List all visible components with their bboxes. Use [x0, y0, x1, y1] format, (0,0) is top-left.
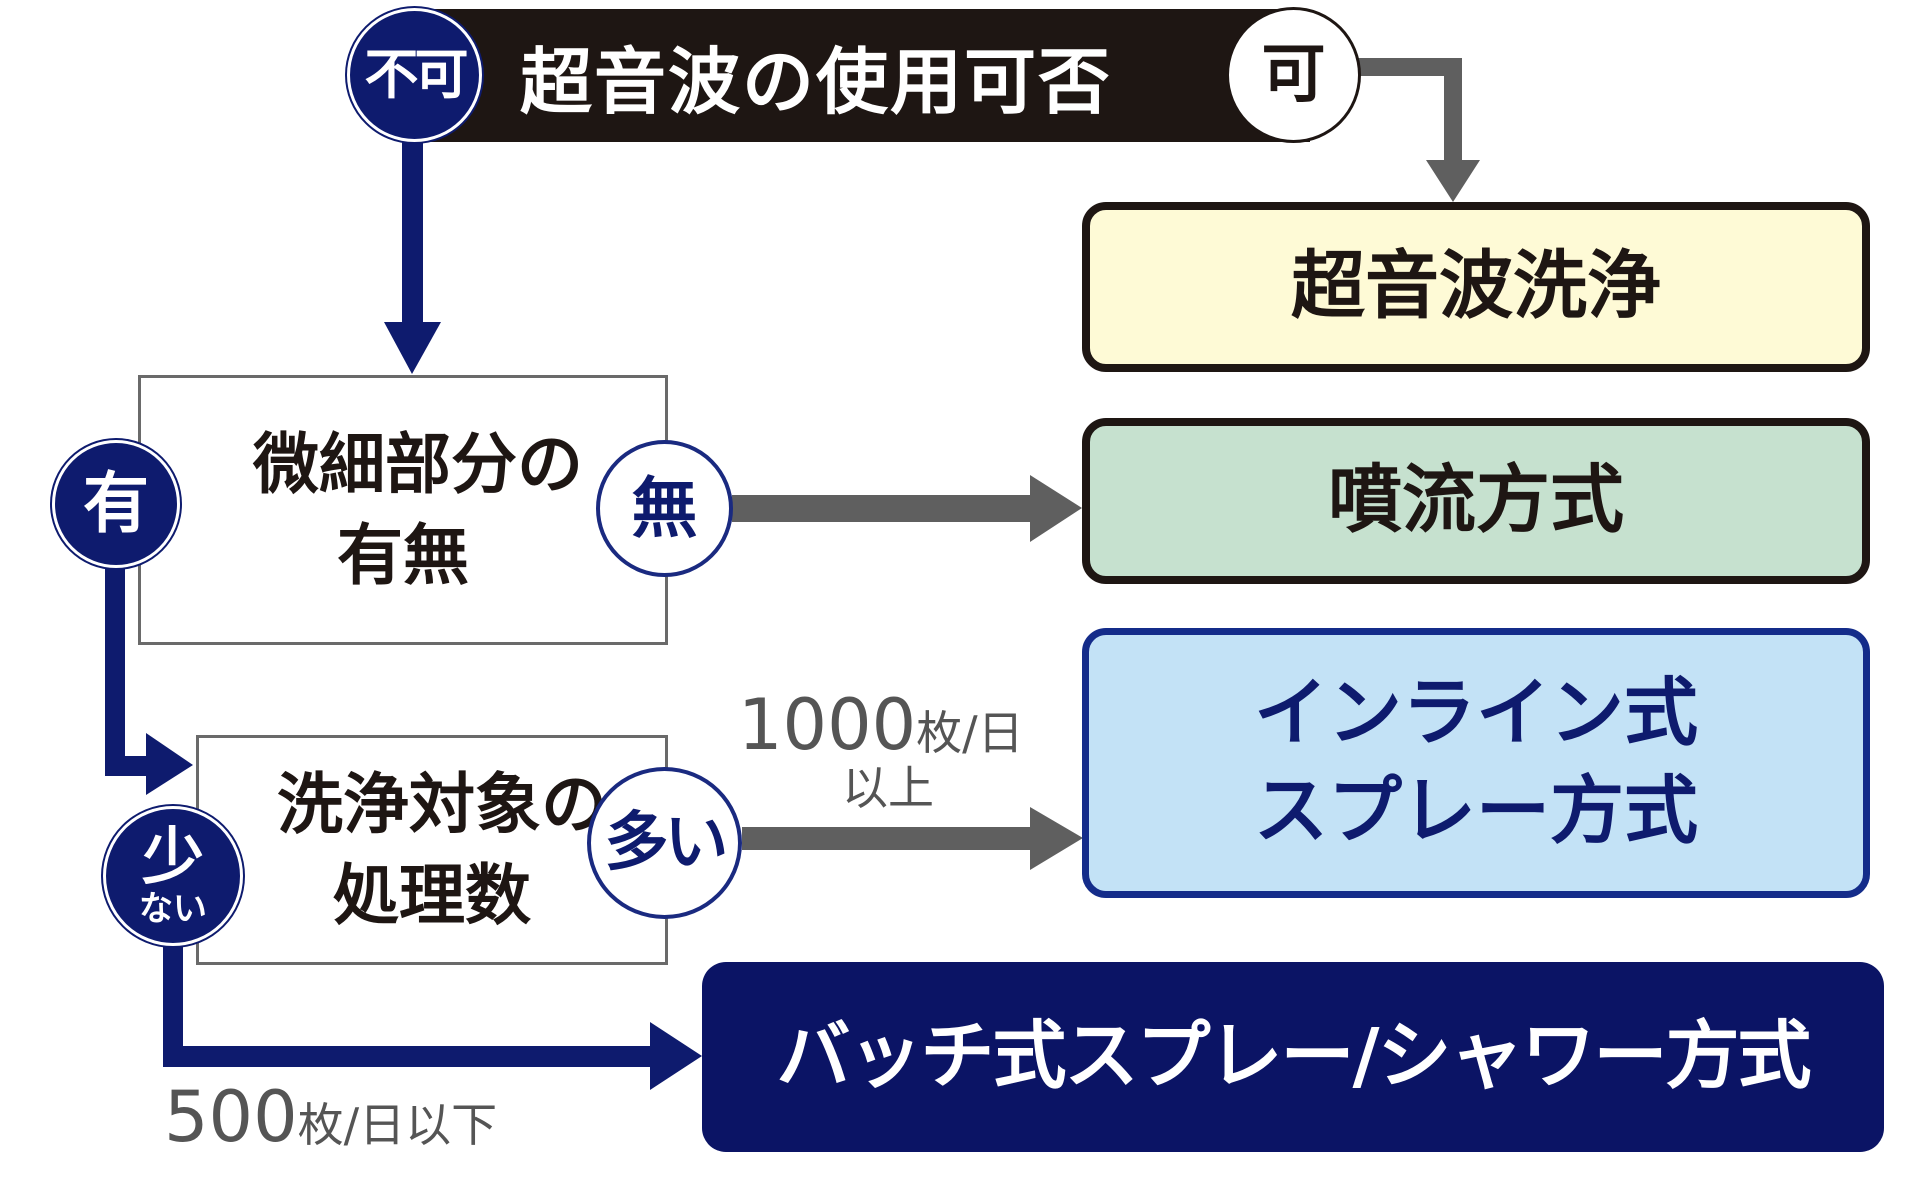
many-badge: 多い: [587, 767, 742, 919]
no-badge-fine-parts: 無: [596, 440, 733, 577]
yes-badge-fine-parts-label: 有: [83, 465, 149, 542]
result-ultrasonic-cleaning: 超音波洗浄: [1082, 202, 1870, 372]
few-badge-label-kanji: 少: [141, 820, 204, 893]
decision-fine-parts-line1: 微細部分の: [253, 425, 583, 503]
decision-processing-volume-line1: 洗浄対象の: [277, 765, 607, 843]
decision-processing-volume: 洗浄対象の 処理数: [196, 735, 668, 965]
low-volume-unit: 枚/日以下: [297, 1098, 498, 1152]
arrow-many-to-inline: [742, 807, 1083, 870]
high-volume-number: 1000: [738, 684, 917, 766]
decision-fine-parts: 微細部分の 有無: [138, 375, 668, 645]
decision-fine-parts-line2: 有無: [337, 517, 469, 594]
start-question-text: 超音波の使用可否: [520, 40, 1113, 124]
decision-processing-volume-line2: 処理数: [333, 857, 531, 934]
no-badge-label: 不可: [364, 43, 469, 106]
yes-badge-label: 可: [1261, 38, 1326, 112]
result-inline-spray: インライン式 スプレー方式: [1082, 628, 1870, 898]
high-volume-suffix: 以上: [842, 761, 934, 815]
result-jet-method-label: 噴流方式: [1328, 457, 1624, 544]
low-volume-annotation: 500枚/日以下: [164, 1082, 497, 1152]
no-badge-fine-parts-label: 無: [631, 469, 698, 547]
arrow-yes-to-decision2: [105, 566, 193, 795]
arrow-yes-to-ultrasonic: [1358, 58, 1480, 202]
few-badge-label-kana: ない: [139, 889, 207, 929]
many-badge-label: 多い: [604, 806, 729, 880]
no-badge-start: 不可: [347, 8, 482, 142]
result-inline-spray-line1: インライン式: [1254, 670, 1698, 757]
few-badge: 少 ない: [103, 806, 243, 946]
high-volume-suffix-wrap: 以上: [842, 765, 934, 811]
result-batch-spray-shower-label: バッチ式スプレー/シャワー方式: [776, 1013, 1811, 1100]
high-volume-annotation: 1000枚/日: [738, 690, 1024, 760]
yes-badge-fine-parts: 有: [52, 440, 180, 568]
result-batch-spray-shower: バッチ式スプレー/シャワー方式: [702, 962, 1884, 1152]
result-jet-method: 噴流方式: [1082, 418, 1870, 584]
result-inline-spray-line2: スプレー方式: [1254, 768, 1698, 854]
low-volume-number: 500: [164, 1076, 298, 1158]
result-ultrasonic-cleaning-label: 超音波洗浄: [1291, 243, 1661, 330]
arrow-none-to-jet: [732, 475, 1082, 542]
arrow-no-to-decision1: [384, 140, 441, 374]
start-question-bar: [430, 9, 1310, 142]
arrow-few-to-batch: [163, 943, 702, 1090]
yes-badge-start: 可: [1226, 7, 1361, 143]
high-volume-unit: 枚/日: [916, 706, 1024, 760]
